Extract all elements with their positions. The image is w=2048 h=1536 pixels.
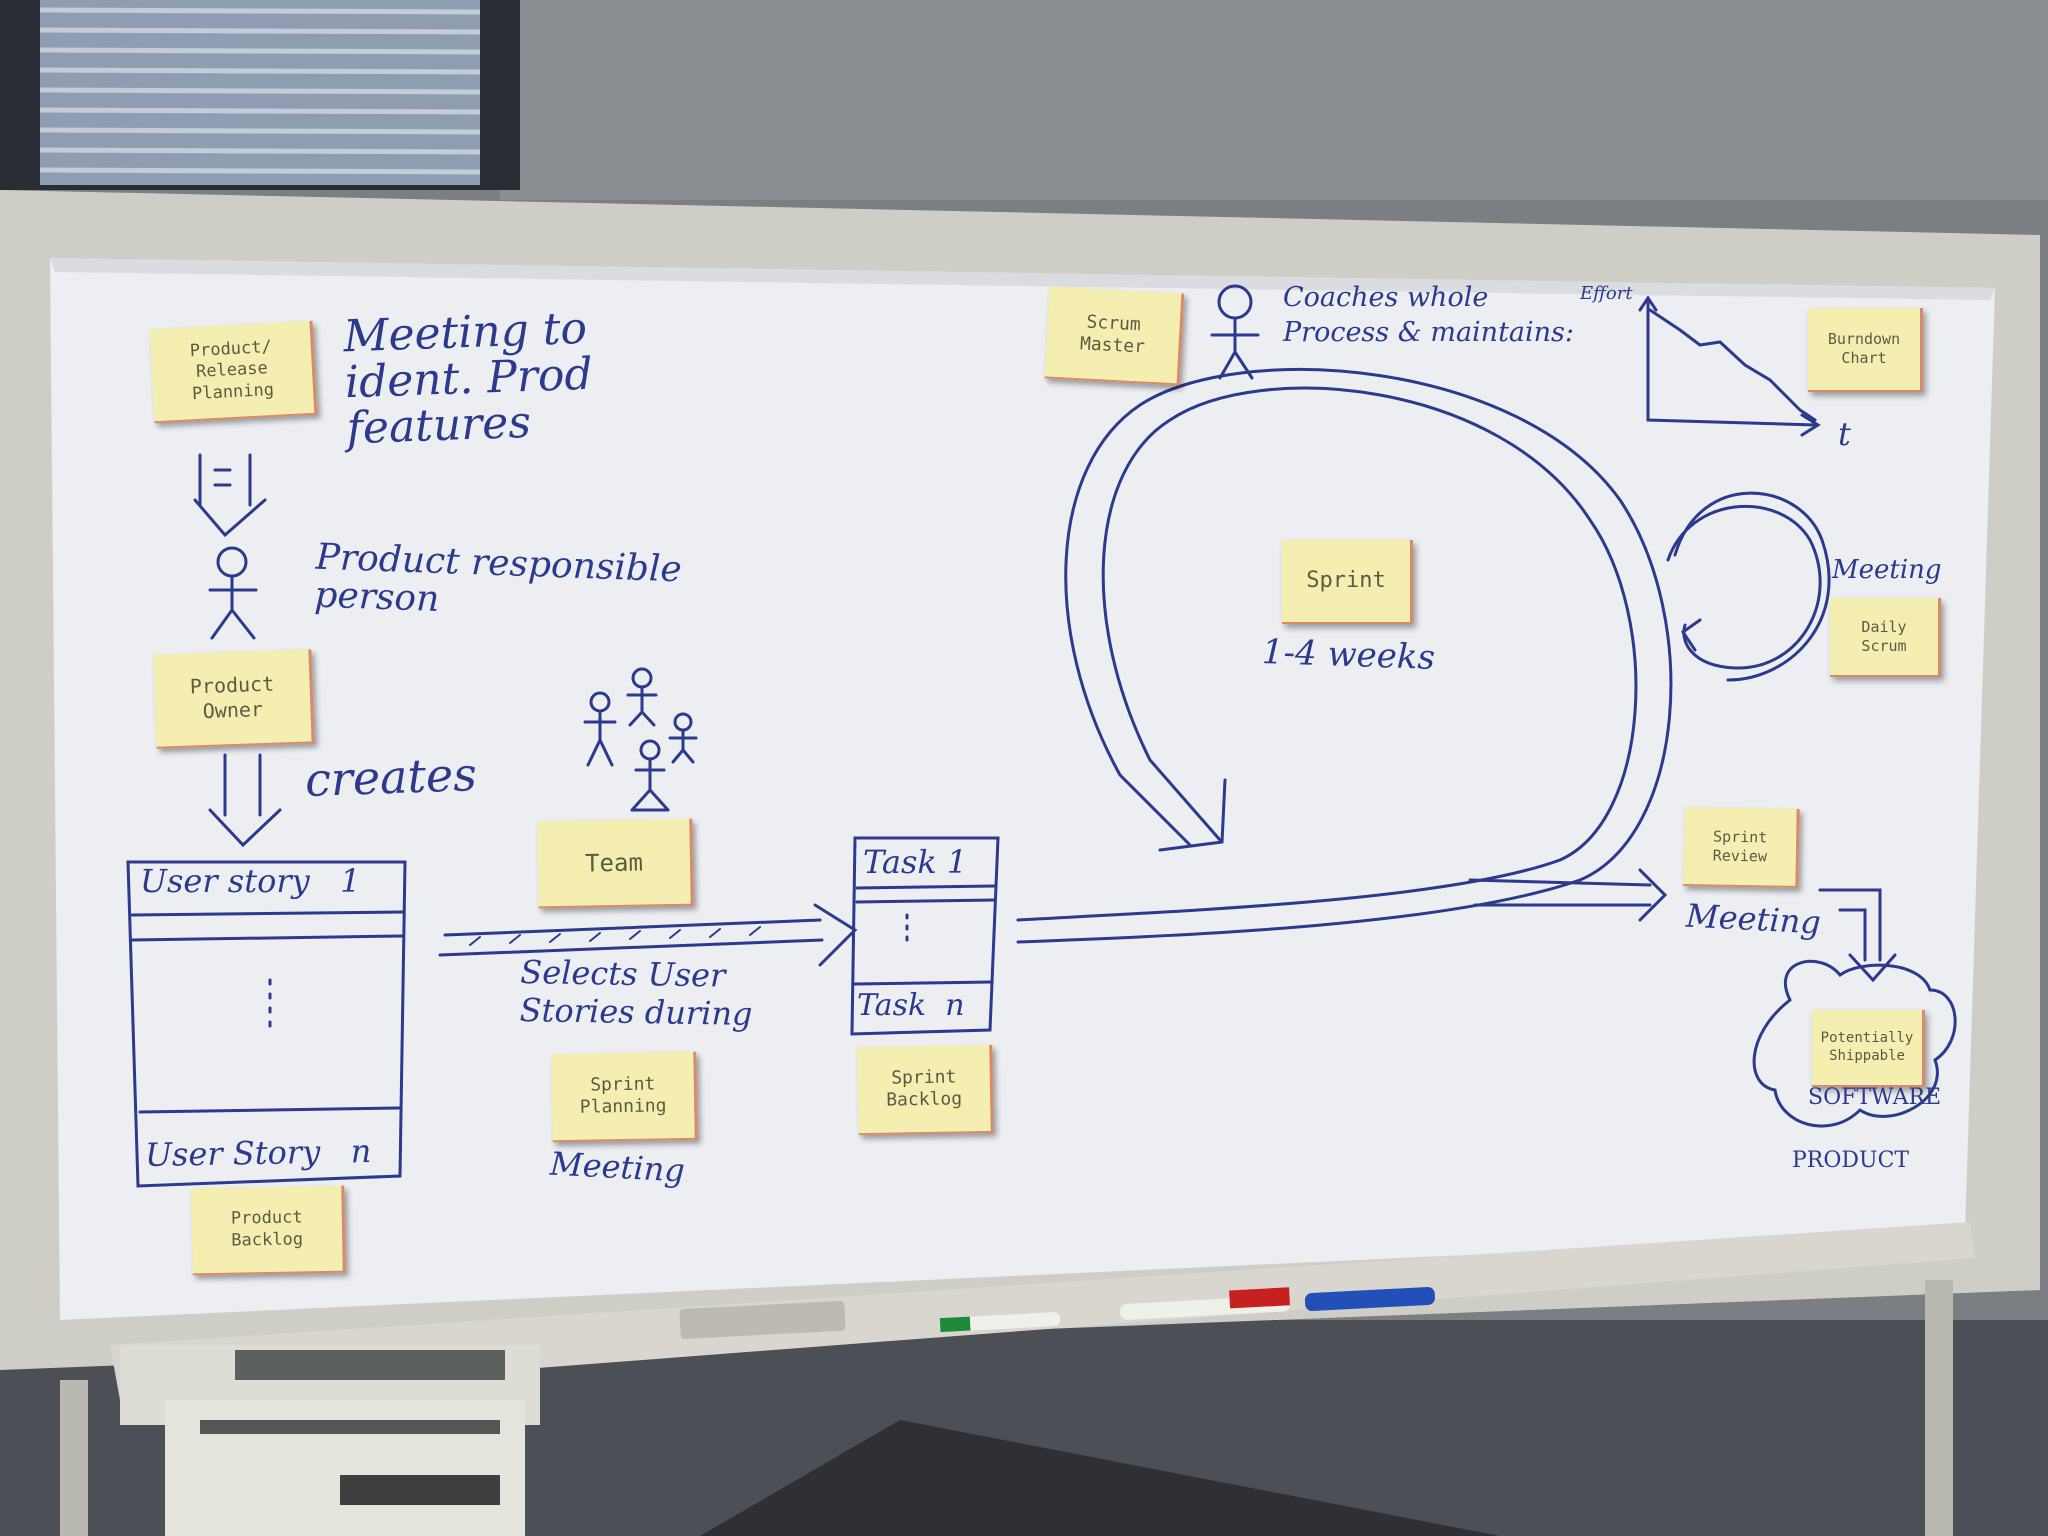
text-meeting-to-ident: Meeting to ident. Prod features (342, 302, 594, 455)
sprint-arrowhead (1158, 778, 1227, 852)
text-creates: creates (304, 747, 478, 807)
note-sprint: Sprint (1282, 540, 1413, 624)
text-user-story-1: User story 1 (140, 862, 361, 900)
printer-controls (235, 1350, 505, 1380)
upper-wall (500, 0, 2048, 200)
text-selects-user-stories: Selects User Stories during (519, 952, 753, 1034)
note-scrum-master: Scrum Master (1044, 286, 1185, 386)
text-product: PRODUCT (1792, 1148, 1910, 1173)
text-user-story-n: User Story n (144, 1132, 372, 1174)
text-task-1: Task 1 (863, 843, 968, 881)
note-sprint-planning-text: Sprint Planning (579, 1072, 667, 1118)
arrow-to-product (1818, 888, 1897, 983)
eraser (679, 1300, 846, 1339)
daily-scrum-circle (1666, 504, 1822, 670)
text-coaches-whole-process: Coaches whole Process & maintains: (1283, 282, 1574, 349)
note-sprint-backlog-text: Sprint Backlog (886, 1065, 963, 1111)
note-product-owner-text: Product Owner (189, 671, 275, 724)
marker-tray (110, 1222, 1975, 1400)
note-product-release-planning-text: Product/ Release Planning (189, 337, 275, 404)
down-arrow-1 (193, 453, 267, 538)
note-daily-scrum-text: Daily Scrum (1861, 617, 1907, 655)
note-product-backlog: Product Backlog (191, 1185, 346, 1276)
window-blind (0, 0, 520, 190)
text-time-axis: t (1838, 415, 1851, 453)
note-sprint-planning: Sprint Planning (551, 1051, 698, 1143)
note-product-release-planning: Product/ Release Planning (149, 320, 318, 424)
task-box (850, 836, 1000, 1036)
note-product-backlog-text: Product Backlog (230, 1207, 304, 1251)
arrow-to-tasks (438, 903, 858, 967)
note-burndown-chart-text: Burndown Chart (1827, 330, 1901, 367)
text-meeting-review: Meeting (1685, 896, 1822, 942)
note-potentially-shippable-text: Potentially Shippable (1820, 1030, 1914, 1064)
text-product-responsible: Product responsible person (313, 536, 683, 620)
text-meeting-daily: Meeting (1832, 555, 1942, 585)
down-arrow-2 (208, 753, 282, 848)
note-burndown-chart: Burndown Chart (1808, 308, 1923, 392)
user-story-box (126, 860, 407, 1188)
stick-figure-scrum-master (1210, 284, 1260, 380)
note-sprint-text: Sprint (1306, 568, 1386, 594)
text-software: SOFTWARE (1808, 1085, 1942, 1110)
note-sprint-review: Sprint Review (1683, 807, 1800, 888)
arrow-to-review (1468, 868, 1668, 922)
sprint-loop-inner (1016, 368, 1673, 944)
marker-drawings (126, 284, 1957, 1188)
note-scrum-master-text: Scrum Master (1079, 311, 1146, 358)
note-team: Team (537, 818, 694, 909)
text-effort: Effort (1580, 283, 1633, 304)
marker-blue (1304, 1286, 1435, 1312)
stick-figures-team (583, 667, 698, 812)
note-sprint-backlog: Sprint Backlog (857, 1044, 994, 1136)
text-sprint-duration: 1-4 weeks (1261, 631, 1436, 679)
note-daily-scrum: Daily Scrum (1830, 598, 1941, 677)
burndown-chart-sketch (1638, 295, 1821, 437)
product-cloud (1752, 959, 1957, 1128)
note-sprint-review-text: Sprint Review (1712, 827, 1768, 865)
note-potentially-shippable: Potentially Shippable (1812, 1010, 1925, 1087)
note-team-text: Team (584, 848, 644, 878)
text-meeting-sprint-planning: Meeting (549, 1144, 686, 1190)
floor-shadow (700, 1420, 1500, 1536)
note-product-owner: Product Owner (153, 649, 315, 749)
sprint-loop-outer (1016, 386, 1638, 922)
text-task-n: Task n (857, 988, 965, 1023)
stick-figure-owner (208, 546, 258, 640)
board-surface (50, 258, 1995, 1320)
